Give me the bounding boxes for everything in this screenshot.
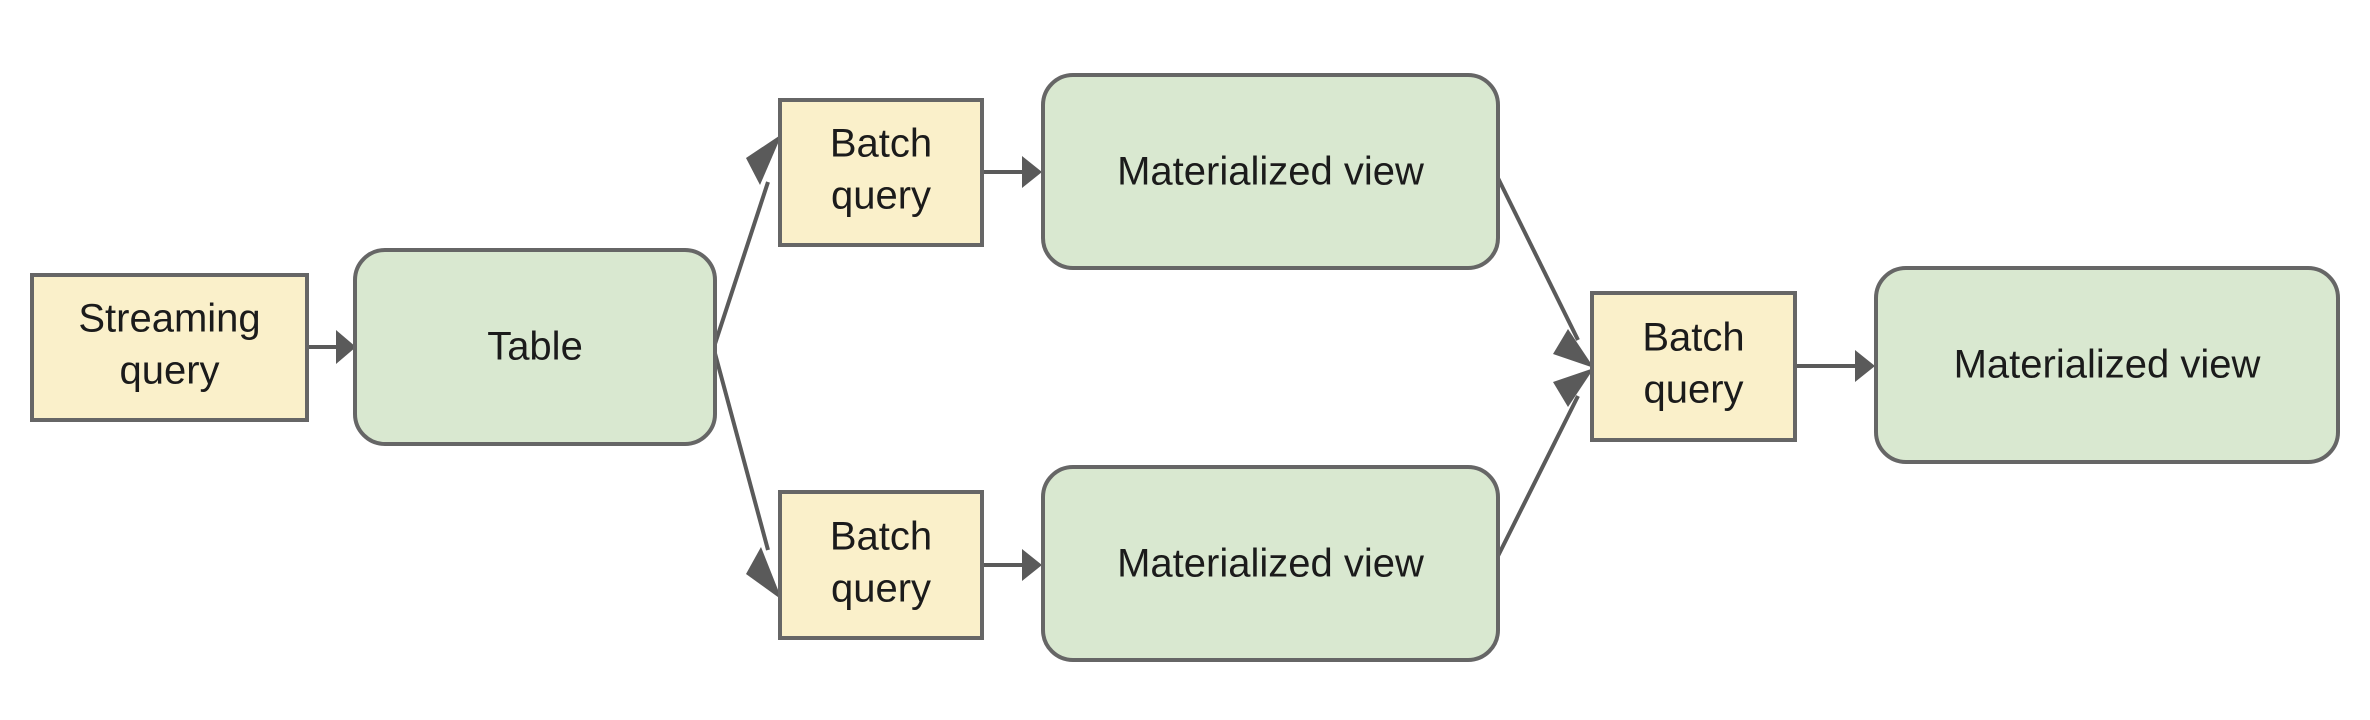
edge-line	[1490, 395, 1580, 569]
node-materialized-view-final[interactable]: Materialized view	[1874, 266, 2340, 464]
node-shape[interactable]	[353, 248, 717, 446]
node-shape[interactable]	[1590, 291, 1797, 442]
arrow-head-icon	[1022, 156, 1042, 188]
edge-layer	[309, 134, 1875, 600]
arrow-head-icon	[746, 547, 782, 600]
node-shape[interactable]	[778, 98, 984, 247]
arrow-head-icon	[1022, 549, 1042, 581]
edge-batch-query-bottom-to-materialized-view-bottom	[984, 549, 1042, 581]
node-label-line: Materialized view	[1954, 343, 2261, 387]
node-streaming-query[interactable]: Streaming query	[30, 273, 309, 422]
node-label-line: query	[831, 567, 931, 611]
edge-table-to-batch-query-bottom	[711, 345, 782, 600]
node-shape[interactable]	[1874, 266, 2340, 464]
edge-materialized-view-bottom-to-batch-query-join	[1490, 368, 1594, 569]
node-materialized-view-bottom[interactable]: Materialized view	[1041, 465, 1500, 662]
node-shape[interactable]	[1041, 465, 1500, 662]
arrow-head-icon	[1553, 368, 1594, 407]
arrow-head-icon	[336, 330, 356, 364]
arrow-head-icon	[1855, 350, 1875, 382]
node-label-line: Batch	[830, 515, 932, 559]
node-label-line: query	[831, 174, 931, 218]
node-layer: Streaming query Table Batch query Materi…	[30, 73, 2340, 662]
node-materialized-view-top[interactable]: Materialized view	[1041, 73, 1500, 270]
node-shape[interactable]	[778, 490, 984, 640]
edge-batch-query-top-to-materialized-view-top	[984, 156, 1042, 188]
edge-table-to-batch-query-top	[711, 134, 782, 351]
edge-line	[1490, 165, 1580, 341]
node-batch-query-top[interactable]: Batch query	[778, 98, 984, 247]
edge-streaming-query-to-table	[309, 330, 356, 364]
edge-line	[711, 181, 770, 351]
node-label-line: Materialized view	[1117, 542, 1424, 586]
node-label-line: query	[119, 349, 219, 393]
edge-batch-query-join-to-materialized-view-final	[1797, 350, 1875, 382]
node-label-line: Batch	[830, 122, 932, 166]
arrow-head-icon	[1553, 329, 1594, 368]
node-label-line: Materialized view	[1117, 150, 1424, 194]
node-label-line: Table	[487, 325, 583, 369]
node-label-line: Batch	[1642, 316, 1744, 360]
edge-line	[711, 345, 770, 551]
node-batch-query-bottom[interactable]: Batch query	[778, 490, 984, 640]
node-label-line: query	[1643, 368, 1743, 412]
node-shape[interactable]	[1041, 73, 1500, 270]
node-batch-query-join[interactable]: Batch query	[1590, 291, 1797, 442]
node-table[interactable]: Table	[353, 248, 717, 446]
edge-materialized-view-top-to-batch-query-join	[1490, 165, 1594, 368]
arrow-head-icon	[746, 134, 782, 185]
node-shape[interactable]	[30, 273, 309, 422]
node-label-line: Streaming	[78, 297, 260, 341]
